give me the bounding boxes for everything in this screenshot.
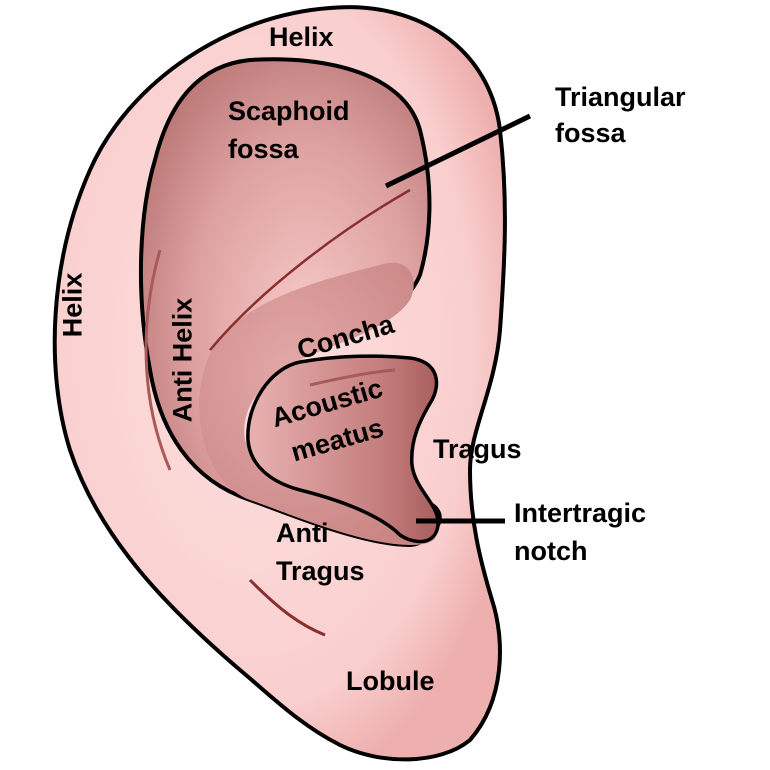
- acoustic-meatus-region: [246, 354, 440, 544]
- label-tragus: Tragus: [433, 434, 522, 464]
- label-scaphoid-line2: fossa: [228, 134, 299, 164]
- triangular-fossa-leader: [384, 113, 532, 189]
- anti-helix-crease: [144, 249, 172, 471]
- label-antitragus-line1: Anti: [276, 518, 329, 548]
- label-triangular-line1: Triangular: [555, 82, 686, 112]
- label-intertragic-line1: Intertragic: [514, 498, 647, 528]
- label-triangular-line2: fossa: [555, 118, 626, 148]
- label-antitragus-line2: Tragus: [276, 556, 365, 586]
- lower-crease: [248, 578, 326, 637]
- label-anti-helix: Anti Helix: [167, 297, 198, 423]
- concha-region: [199, 262, 437, 545]
- label-lobule: Lobule: [346, 666, 435, 696]
- label-scaphoid-line1: Scaphoid: [228, 96, 350, 126]
- concha-crease: [309, 368, 396, 387]
- label-helix-side: Helix: [57, 272, 88, 338]
- label-helix-top: Helix: [269, 22, 334, 52]
- fossa-crease: [209, 188, 411, 351]
- label-intertragic-line2: notch: [514, 536, 588, 566]
